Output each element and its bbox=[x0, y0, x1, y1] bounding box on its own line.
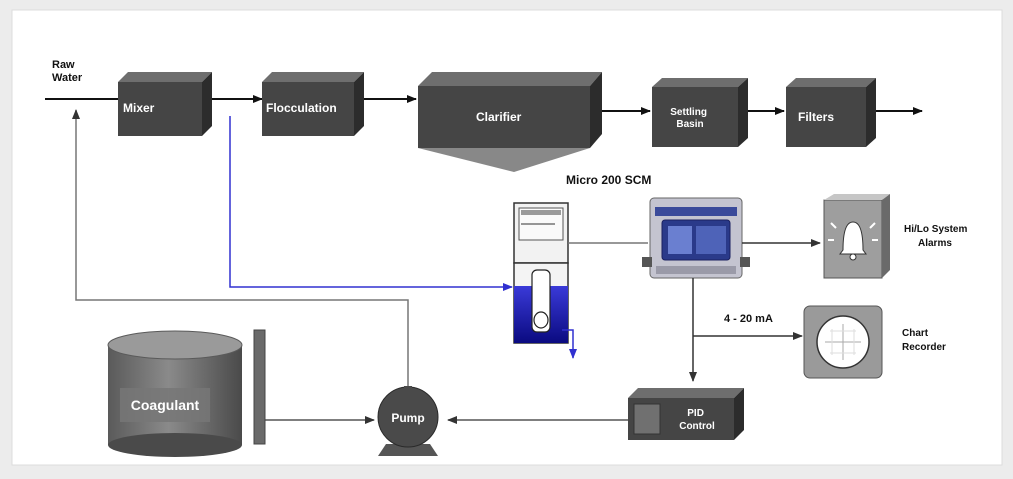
clarifier-box: Clarifier bbox=[418, 72, 602, 172]
chart-recorder bbox=[803, 305, 883, 379]
sensor-analyzer bbox=[513, 202, 577, 359]
pump: Pump bbox=[377, 386, 439, 456]
mixer-label: Mixer bbox=[123, 101, 155, 115]
pid-control-box: PID Control bbox=[628, 388, 744, 440]
sample-line bbox=[229, 116, 513, 291]
pid-control-label: PID Control bbox=[679, 408, 715, 432]
coagulant-label: Coagulant bbox=[131, 397, 200, 413]
chart-recorder-label: Chart Recorder bbox=[902, 328, 946, 353]
settling-basin-box: Settling Basin bbox=[652, 78, 748, 147]
coagulant-tank: Coagulant bbox=[107, 330, 243, 457]
controller-unit bbox=[642, 197, 750, 279]
filters-label: Filters bbox=[798, 110, 834, 124]
controller-title: Micro 200 SCM bbox=[566, 173, 651, 187]
mixer-box: Mixer bbox=[118, 72, 212, 136]
clarifier-label: Clarifier bbox=[476, 110, 522, 124]
signal-label: 4 - 20 mA bbox=[724, 313, 773, 325]
pump-label: Pump bbox=[391, 411, 424, 425]
main-flow-lines bbox=[45, 95, 923, 115]
filters-box: Filters bbox=[786, 78, 876, 147]
alarms-label: Hi/Lo System Alarms bbox=[904, 224, 970, 249]
raw-water-label: Raw Water bbox=[52, 59, 83, 84]
alarm-bell-icon bbox=[823, 194, 890, 279]
flocculation-label: Flocculation bbox=[266, 101, 337, 115]
dosing-return-line bbox=[72, 109, 409, 390]
tank-level-gauge bbox=[253, 329, 266, 445]
flocculation-box: Flocculation bbox=[262, 72, 364, 136]
settling-basin-label: Settling Basin bbox=[670, 107, 709, 130]
